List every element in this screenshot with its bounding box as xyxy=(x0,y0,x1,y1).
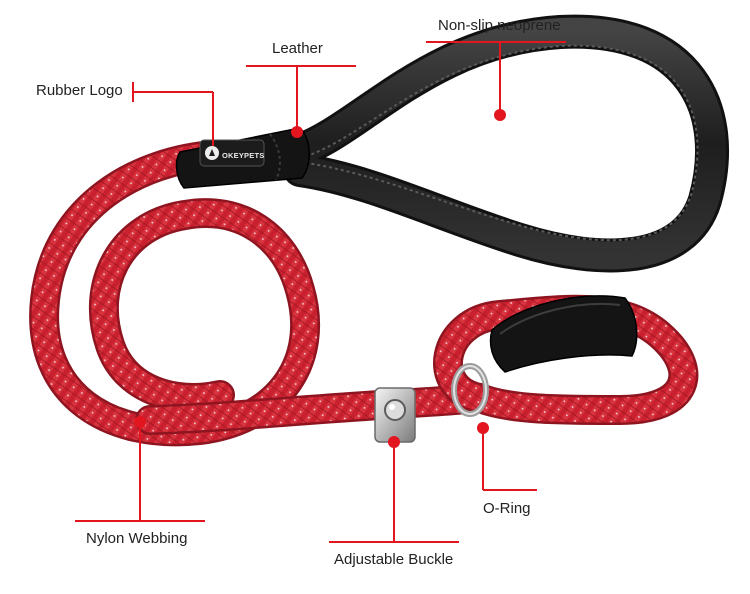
label-non-slip-neoprene: Non-slip neoprene xyxy=(438,17,561,34)
neoprene-handle xyxy=(283,14,729,273)
adjustable-buckle xyxy=(374,387,416,443)
slip-loop xyxy=(433,294,699,426)
logo-wordmark: OKEYPETS xyxy=(222,151,265,160)
o-ring xyxy=(451,363,489,417)
label-adjustable-buckle: Adjustable Buckle xyxy=(334,551,454,568)
label-leather: Leather xyxy=(272,40,323,57)
callout-lines xyxy=(75,41,566,543)
label-rubber-logo: Rubber Logo xyxy=(36,82,123,99)
label-o-ring: O-Ring xyxy=(483,500,531,517)
rubber-logo-badge xyxy=(199,139,265,167)
label-nylon-webbing: Nylon Webbing xyxy=(86,530,188,547)
callout-dots xyxy=(134,109,506,448)
